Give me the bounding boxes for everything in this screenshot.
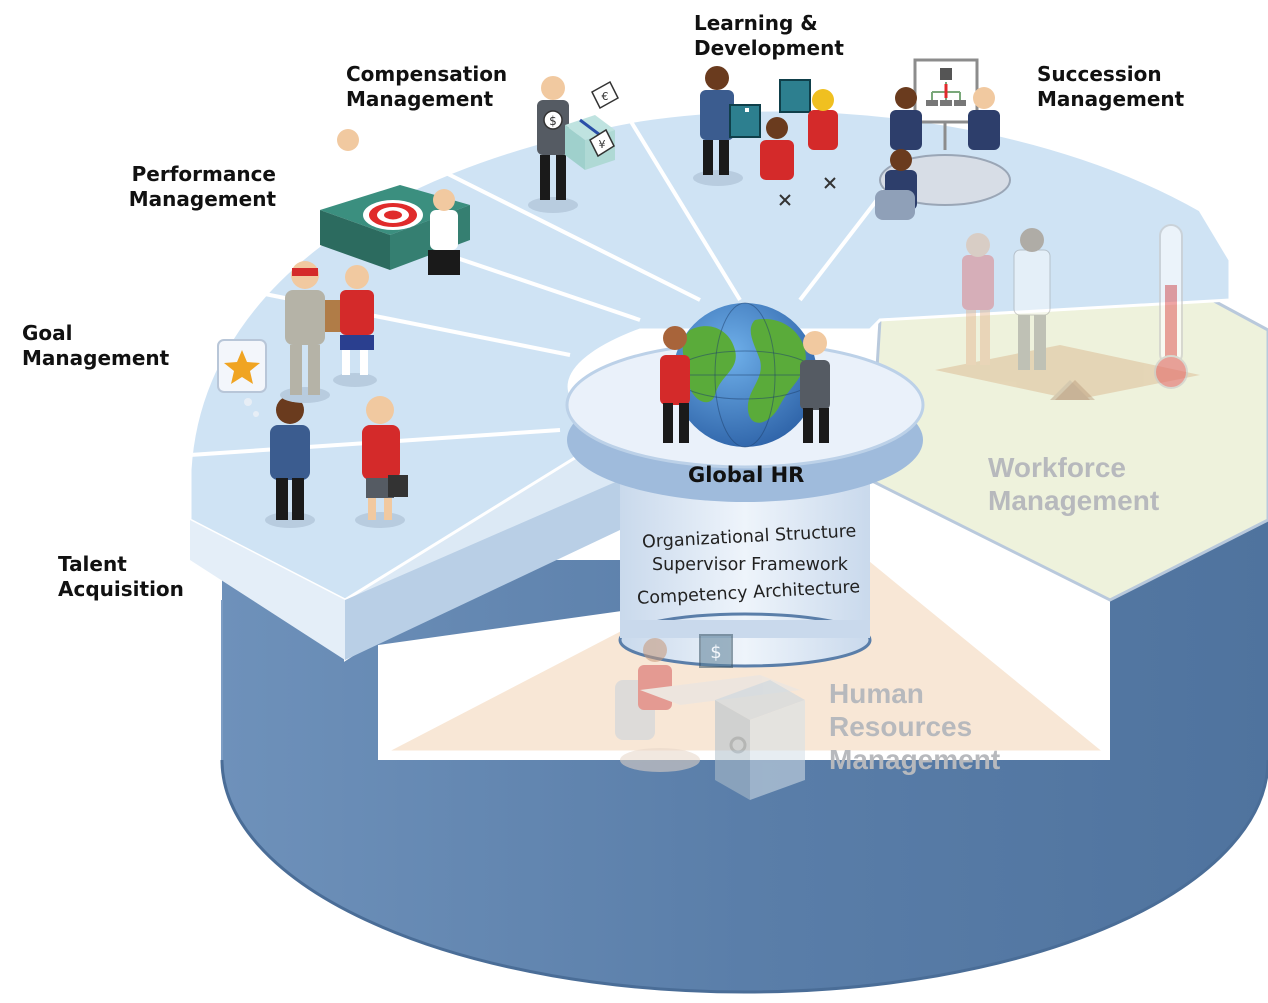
module-label-workforce-management: Workforce Management: [988, 452, 1160, 516]
module-label-talent-acquisition: Talent Acquisition: [58, 552, 184, 601]
svg-text:$: $: [710, 642, 721, 663]
thermometer-icon: [1154, 224, 1188, 389]
module-label-performance-management: Performance Management: [128, 162, 276, 211]
person-grey-jacket: [800, 331, 830, 443]
euro-icon: €: [591, 80, 619, 110]
goal-management-scene: [280, 261, 377, 403]
center-core: [618, 480, 872, 668]
svg-text:$: $: [549, 114, 557, 128]
safe-icon: [715, 680, 805, 800]
svg-text:¥: ¥: [599, 138, 606, 151]
center-title: Global HR: [688, 463, 805, 487]
performance-management-scene: [320, 129, 470, 275]
learning-development-scene: [693, 66, 838, 206]
human-resources-management-scene: $: [615, 634, 800, 772]
workforce-management-scene: [935, 228, 1200, 400]
star-icon: [217, 339, 267, 417]
yen-icon: ¥: [589, 128, 615, 158]
module-label-human-resources-management: Human Resources Management: [829, 678, 1001, 775]
org-chart-icon: [926, 68, 966, 106]
person-red-jacket: [660, 326, 690, 443]
talent-acquisition-scene: [265, 396, 408, 528]
succession-management-scene: [875, 58, 1011, 220]
computer-icon: [745, 108, 749, 112]
svg-text:€: €: [602, 90, 609, 103]
module-label-compensation-management: Compensation Management: [346, 62, 508, 111]
core-item-supervisor-framework: Supervisor Framework: [652, 555, 848, 575]
globe-icon: [672, 302, 818, 448]
dollar-icon: $: [543, 110, 563, 130]
module-label-succession-management: Succession Management: [1037, 62, 1185, 111]
module-label-learning-development: Learning & Development: [694, 11, 844, 60]
module-label-goal-management: Goal Management: [22, 321, 170, 370]
scale-icon: [1055, 380, 1095, 400]
